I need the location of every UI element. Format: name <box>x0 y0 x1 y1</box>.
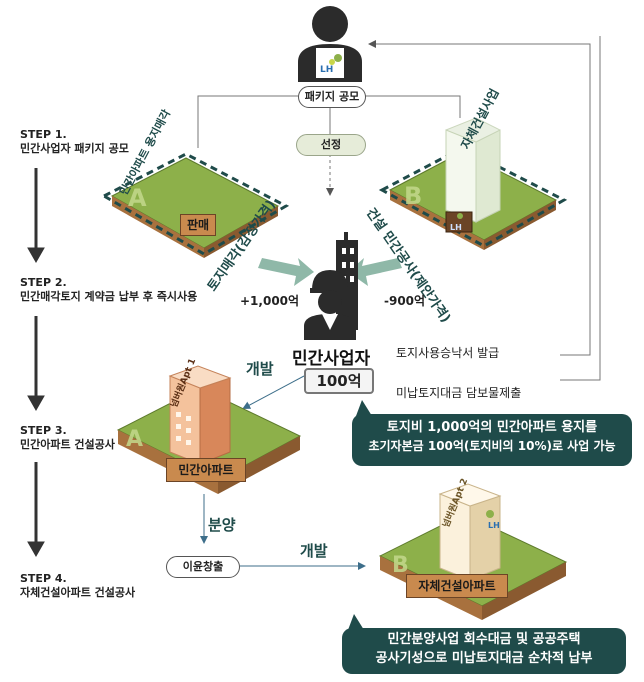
step-1-text: 민간사업자 패키지 공모 <box>20 142 129 155</box>
step-3-number: STEP 3. <box>20 424 67 437</box>
step-4-text: 자체건설아파트 건설공사 <box>20 586 136 599</box>
step-2: STEP 2. 민간매각토지 계약금 납부 후 즉시사용 <box>20 276 197 304</box>
step4-plot <box>378 483 568 620</box>
step3-plot-letter: A <box>126 427 143 452</box>
operator-title: 민간사업자 <box>292 349 371 369</box>
step3-sign: 민간아파트 <box>166 458 246 482</box>
callout-2-tail <box>348 614 364 630</box>
plot-b-letter: B <box>404 182 422 210</box>
callout-2-line2: 공사기성으로 미납토지대금 순차적 납부 <box>375 651 593 666</box>
note-collateral: 미납토지대금 담보물제출 <box>396 386 522 400</box>
callout-1-tail <box>356 400 372 416</box>
step4-building-lh: LH <box>488 521 500 530</box>
callout-1-line1: 토지비 1,000억의 민간아파트 용지를 <box>386 420 598 435</box>
profit-pill: 이윤창출 <box>166 556 240 578</box>
step-2-text: 민간매각토지 계약금 납부 후 즉시사용 <box>20 290 198 303</box>
step4-develop-label: 개발 <box>300 542 328 560</box>
lh-logo-text: LH <box>320 65 333 75</box>
plot-a-letter: A <box>128 184 147 212</box>
step-2-number: STEP 2. <box>20 276 67 289</box>
plot-b-lh-text: LH <box>450 223 462 232</box>
plot-b-lh-sign <box>445 211 473 233</box>
plot-a-sign: 판매 <box>180 214 216 236</box>
note-issue: 토지사용승낙서 발급 <box>396 346 500 360</box>
step-4: STEP 4. 자체건설아파트 건설공사 <box>20 572 135 600</box>
private-operator-icon <box>304 232 358 340</box>
step-4-number: STEP 4. <box>20 572 67 585</box>
operator-capital: 100억 <box>304 368 374 394</box>
step-3: STEP 3. 민간아파트 건설공사 <box>20 424 115 452</box>
select-pill: 선정 <box>296 134 366 156</box>
step3-sale-label: 분양 <box>208 516 236 534</box>
callout-1: 토지비 1,000억의 민간아파트 용지를 초기자본금 100억(토지비의 10… <box>352 414 632 466</box>
plot-a <box>100 152 290 258</box>
lh-person-icon <box>298 6 362 82</box>
package-pill: 패키지 공모 <box>298 86 366 108</box>
connector-lines <box>197 36 601 381</box>
callout-2: 민간분양사업 회수대금 및 공공주택 공사기성으로 미납토지대금 순차적 납부 <box>342 628 626 674</box>
step3-building-windows <box>176 412 191 445</box>
plot-b-amount: -900억 <box>384 294 426 308</box>
step4-plot-letter: B <box>392 553 409 578</box>
plot-a-amount: +1,000억 <box>240 294 300 308</box>
step-1: STEP 1. 민간사업자 패키지 공모 <box>20 128 129 156</box>
step3-develop-label: 개발 <box>246 360 274 378</box>
callout-1-line2: 초기자본금 100억(토지비의 10%)로 사업 가능 <box>368 439 616 453</box>
step-1-number: STEP 1. <box>20 128 67 141</box>
step-3-text: 민간아파트 건설공사 <box>20 438 115 451</box>
plot-b <box>378 117 568 250</box>
develop-arrow-1 <box>242 375 305 409</box>
step-arrows <box>27 168 45 558</box>
callout-2-line1: 민간분양사업 회수대금 및 공공주택 <box>387 632 581 647</box>
step4-sign: 자체건설아파트 <box>406 574 508 598</box>
green-arrows <box>258 258 402 286</box>
step3-plot <box>116 365 302 494</box>
